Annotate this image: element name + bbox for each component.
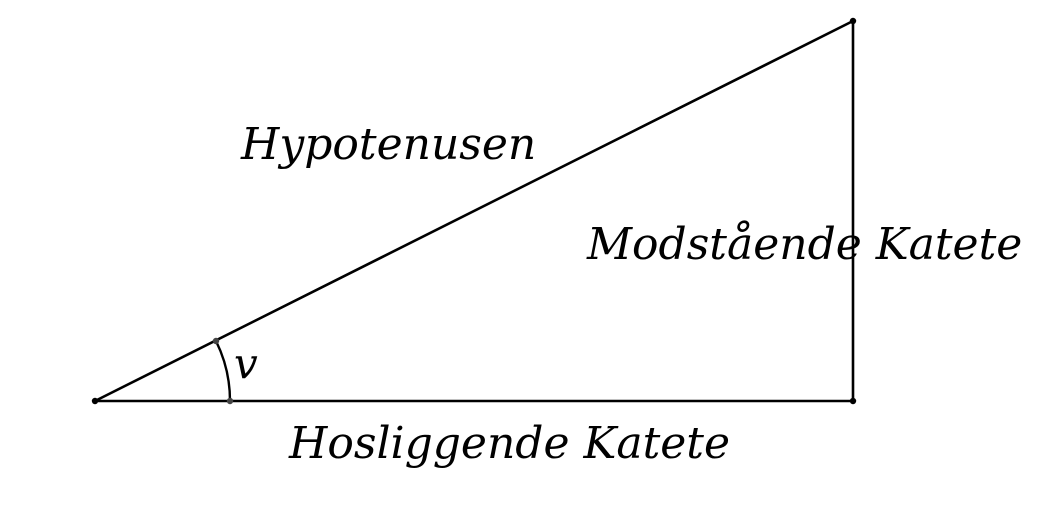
arc-point-lower bbox=[226, 397, 234, 405]
angle-arc bbox=[214, 340, 232, 402]
vertex-top-right bbox=[849, 17, 857, 25]
adjacent-side-label: Hosliggende Katete bbox=[288, 418, 730, 469]
arc-point-upper bbox=[212, 337, 220, 345]
vertex-bottom-right bbox=[849, 397, 857, 405]
angle-label: v bbox=[234, 339, 258, 388]
opposite-side-label: Modstående Katete bbox=[586, 219, 1022, 270]
hypotenuse-label: Hypotenusen bbox=[240, 119, 536, 170]
hypotenuse-side bbox=[93, 19, 855, 403]
vertex-bottom-left bbox=[91, 397, 99, 405]
